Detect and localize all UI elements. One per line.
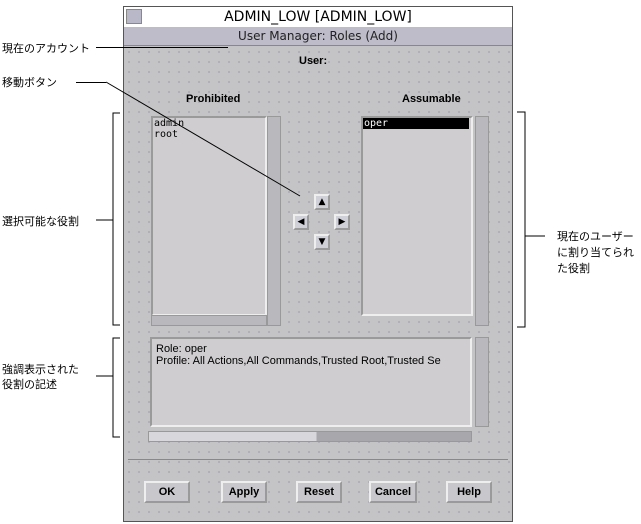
assumable-vscrollbar[interactable] xyxy=(475,116,489,326)
move-right-button[interactable]: ▶ xyxy=(334,214,350,230)
prohibited-label: Prohibited xyxy=(186,93,241,105)
window-menu-button[interactable] xyxy=(126,9,142,24)
dialog-window: ADMIN_LOW [ADMIN_LOW] User Manager: Role… xyxy=(123,6,513,522)
annotation-line: た役割 xyxy=(557,262,590,275)
prohibited-vscrollbar[interactable] xyxy=(267,116,281,326)
assumable-list[interactable]: oper xyxy=(361,116,473,316)
cancel-button[interactable]: Cancel xyxy=(369,481,417,503)
assumable-label: Assumable xyxy=(402,93,461,105)
up-arrow-icon: ▲ xyxy=(318,197,326,207)
dialog-title: User Manager: Roles (Add) xyxy=(124,27,512,46)
description-line: Role: oper xyxy=(156,343,207,355)
annotation-selectable-roles: 選択可能な役割 xyxy=(2,215,79,228)
prohibited-list[interactable]: admin root xyxy=(151,116,267,316)
list-item[interactable]: admin xyxy=(154,118,185,129)
annotation-line: 強調表示された xyxy=(2,363,79,376)
user-label: User: xyxy=(299,55,328,67)
description-line: Profile: All Actions,All Commands,Truste… xyxy=(156,355,441,367)
separator xyxy=(128,459,508,460)
move-up-button[interactable]: ▲ xyxy=(314,194,330,210)
annotation-line: に割り当てられ xyxy=(557,246,634,259)
leader-line xyxy=(76,82,106,83)
help-button[interactable]: Help xyxy=(446,481,492,503)
leader-line xyxy=(96,47,228,48)
list-item-selected[interactable]: oper xyxy=(363,118,469,129)
annotation-highlighted-description: 強調表示された 役割の記述 xyxy=(2,362,79,392)
annotation-current-account: 現在のアカウント xyxy=(2,42,90,55)
role-description[interactable]: Role: oper Profile: All Actions,All Comm… xyxy=(150,337,472,427)
description-vscrollbar[interactable] xyxy=(475,337,489,427)
move-left-button[interactable]: ◀ xyxy=(293,214,309,230)
window-title: ADMIN_LOW [ADMIN_LOW] xyxy=(124,7,512,28)
left-arrow-icon: ◀ xyxy=(297,217,305,227)
apply-button[interactable]: Apply xyxy=(221,481,267,503)
annotation-line: 現在のユーザー xyxy=(557,230,634,243)
reset-button[interactable]: Reset xyxy=(296,481,342,503)
down-arrow-icon: ▼ xyxy=(318,237,326,247)
list-item[interactable]: root xyxy=(154,129,179,140)
prohibited-hscrollbar[interactable] xyxy=(151,315,267,326)
annotation-line: 役割の記述 xyxy=(2,378,57,391)
right-arrow-icon: ▶ xyxy=(338,217,346,227)
annotation-assigned-roles: 現在のユーザー に割り当てられ た役割 xyxy=(557,229,634,277)
move-down-button[interactable]: ▼ xyxy=(314,234,330,250)
annotation-move-buttons: 移動ボタン xyxy=(2,76,57,89)
ok-button[interactable]: OK xyxy=(144,481,190,503)
description-hscrollbar[interactable] xyxy=(148,431,472,442)
